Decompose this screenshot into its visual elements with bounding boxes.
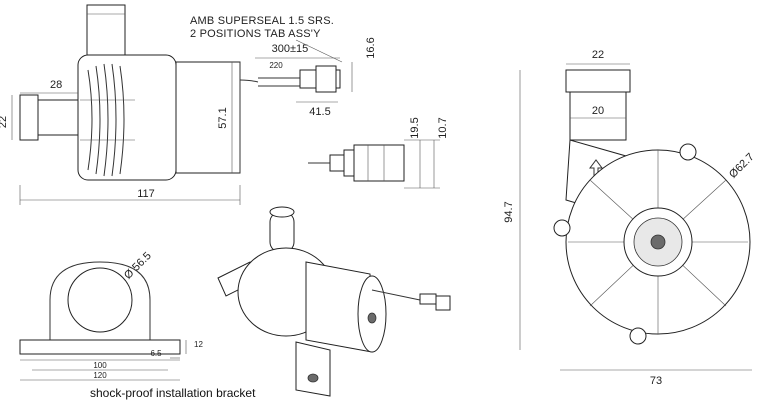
front-width-label: 73 (650, 375, 662, 387)
inlet-length-label: 28 (50, 79, 62, 91)
cable-stub-label: 220 (269, 61, 283, 70)
plug-overall-label: 19.5 (409, 117, 421, 138)
note-leader (295, 39, 343, 63)
connector-height-label: 16.6 (365, 37, 377, 58)
body-height-label: 57.1 (217, 107, 229, 128)
connector-note-line2: 2 POSITIONS TAB ASS'Y (190, 28, 321, 40)
bracket-slot-label: 6.5 (150, 349, 162, 358)
bracket-outer-width-label: 120 (93, 371, 107, 380)
bracket-caption: shock-proof installation bracket (90, 386, 256, 400)
connector-length-label: 41.5 (309, 106, 330, 118)
pump-perspective-view (217, 206, 451, 397)
pump-front-view (519, 63, 752, 371)
pump-side-view (11, 4, 353, 205)
flange-diameter-label: Ø62.7 (727, 151, 757, 181)
inlet-diameter-label: 22 (0, 116, 9, 128)
bracket-inner-width-label: 100 (93, 361, 107, 370)
plug-inner-label: 10.7 (437, 117, 449, 138)
bracket-height-label: 12 (194, 340, 203, 349)
overall-length-label: 117 (137, 188, 155, 200)
connector-detail (308, 139, 440, 189)
front-height-label: 94.7 (503, 201, 515, 222)
cable-length-label: 300±15 (272, 43, 309, 55)
connector-note-line1: AMB SUPERSEAL 1.5 SRS. (190, 15, 334, 27)
outlet-width-inner-label: 20 (592, 105, 604, 117)
outlet-width-top-label: 22 (592, 49, 604, 61)
bracket-view (19, 261, 187, 381)
